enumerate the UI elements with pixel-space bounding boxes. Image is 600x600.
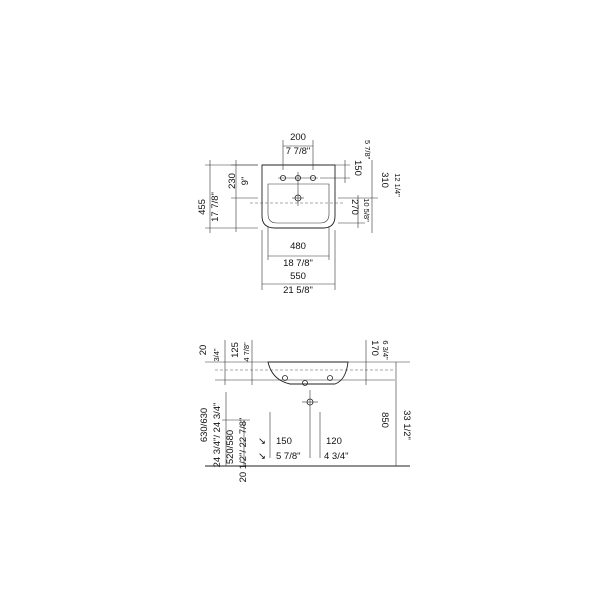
dim-h2-mm: 520/580 [225,430,236,464]
dim-rim-thick-in: 3/4" [212,348,221,361]
dim-drain-off-mm: 120 [326,436,342,447]
dim-height-mm: 850 [379,412,390,428]
dim-bowl-width-in: 18 7/8" [283,258,313,269]
dim-depth-mm: 455 [197,199,208,215]
arrow-mark: ↘ [258,451,266,462]
dim-rim-thick-mm: 20 [198,345,209,356]
dim-tap-span-in: 7 7/8" [286,146,311,157]
dim-rim-tap-in: 5 7/8" [363,140,372,160]
fixing-hole [327,375,333,381]
drain-outlet [302,380,308,386]
dim-drain-off-in: 4 3/4" [324,451,349,462]
dim-bowl-depth-in: 10 5/8" [362,198,371,222]
side-view: 20 3/4" 125 4 7/8" 170 6 3/4" 850 33 1/2… [198,340,412,482]
top-view: 200 7 7/8" 150 5 7/8" 455 17 7/8" 230 9"… [197,132,402,296]
overflow-hole [282,375,288,381]
dim-wall-off-mm: 150 [276,436,292,447]
dim-depth-back-in: 12 1/4" [393,173,402,197]
dim-rim-tap-mm: 150 [352,160,363,176]
dim-bowl-width-mm: 480 [290,241,306,252]
dim-bowl-h-in: 4 7/8" [242,342,251,362]
dim-depth-back-mm: 310 [379,172,390,188]
trap-outlet [306,398,314,406]
dim-width-in: 21 5/8" [283,285,313,296]
dim-bowl-h-mm: 125 [230,342,241,358]
dim-bowl-depth-mm: 270 [349,199,360,215]
bowl-outline-top [267,183,330,224]
dim-back-h-mm: 170 [369,340,380,356]
dim-wall-off-in: 5 7/8" [276,451,301,462]
dim-h2-in: 20 1/2"/ 22 7/8" [238,418,249,483]
dim-h1-mm: 630/630 [199,408,210,442]
basin-outline-top [261,164,336,229]
arrow-mark: ↘ [258,436,266,447]
dim-front-drain-in: 9" [240,177,251,186]
dim-height-in: 33 1/2" [401,410,412,440]
dim-width-mm: 550 [290,271,306,282]
dim-tap-span-mm: 200 [290,132,306,143]
basin-profile [267,361,349,385]
dim-front-drain-mm: 230 [227,173,238,189]
dim-back-h-in: 6 3/4" [381,340,390,360]
dim-h1-in: 24 3/4"/ 24 3/4" [212,403,223,468]
dim-depth-in: 17 7/8" [210,192,221,222]
